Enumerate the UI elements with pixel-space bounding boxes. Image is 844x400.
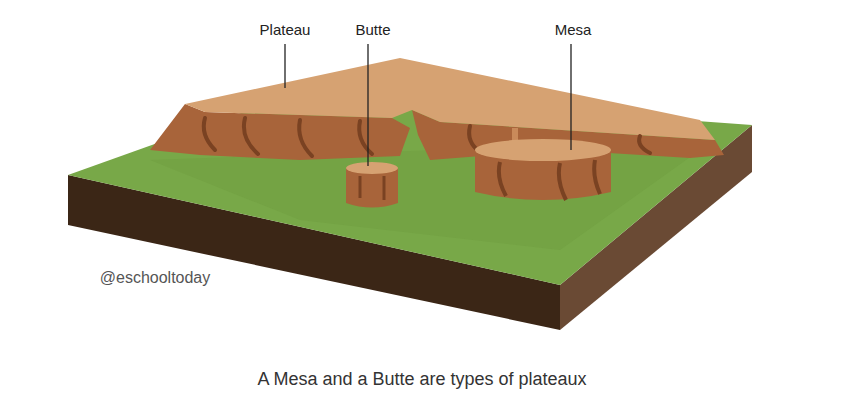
leader-line bbox=[284, 44, 285, 88]
leader-line bbox=[367, 44, 368, 166]
caption: A Mesa and a Butte are types of plateaux bbox=[257, 370, 586, 388]
cliff-groove bbox=[359, 121, 372, 154]
butte-grooves bbox=[360, 176, 384, 200]
plateau-top bbox=[185, 58, 715, 140]
cliff-groove bbox=[299, 120, 312, 156]
grass-shade bbox=[150, 150, 700, 250]
part-label: Butte bbox=[355, 22, 390, 37]
mesa-grooves bbox=[499, 160, 600, 200]
part-label: Plateau bbox=[260, 22, 311, 37]
part-label: Mesa bbox=[555, 22, 592, 37]
cliff-groove bbox=[639, 136, 650, 153]
mesa-top bbox=[475, 139, 611, 161]
leader-line bbox=[570, 44, 571, 150]
cliff-groove bbox=[204, 118, 215, 150]
butte-top bbox=[346, 162, 398, 174]
cliff-groove bbox=[244, 118, 258, 154]
watermark: @eschooltoday bbox=[100, 270, 211, 286]
